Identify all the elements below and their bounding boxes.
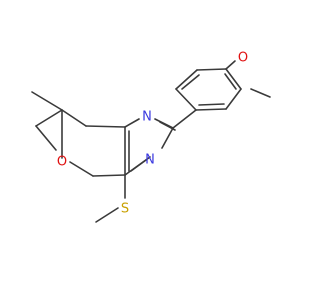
bond (35, 125, 57, 151)
bond (31, 91, 63, 111)
bond (250, 88, 271, 98)
atom-nitrogen-lower: N (145, 153, 155, 168)
atom-oxygen-methoxy: O (238, 51, 248, 66)
bond (85, 125, 126, 128)
bond (130, 159, 147, 172)
atom-oxygen-pyran: O (57, 155, 67, 170)
bond (225, 68, 242, 90)
molecule-canvas: O N N S O (31, 50, 271, 223)
bond (175, 69, 198, 90)
bond (92, 174, 126, 177)
bond (225, 88, 242, 110)
bond (124, 118, 140, 128)
bond (172, 109, 197, 129)
atom-sulfur: S (121, 202, 129, 217)
molecule-structure: O N N S O (31, 51, 271, 223)
bond (196, 68, 227, 71)
bond (198, 103, 225, 106)
bond (69, 161, 94, 177)
bond (161, 127, 174, 149)
bond (95, 207, 119, 223)
atom-nitrogen-upper: N (142, 110, 152, 125)
bond (224, 73, 237, 90)
bond (195, 108, 227, 111)
bond (61, 109, 87, 127)
bond (181, 74, 200, 90)
bond (175, 88, 197, 111)
bond (35, 109, 63, 127)
bond (225, 60, 236, 70)
